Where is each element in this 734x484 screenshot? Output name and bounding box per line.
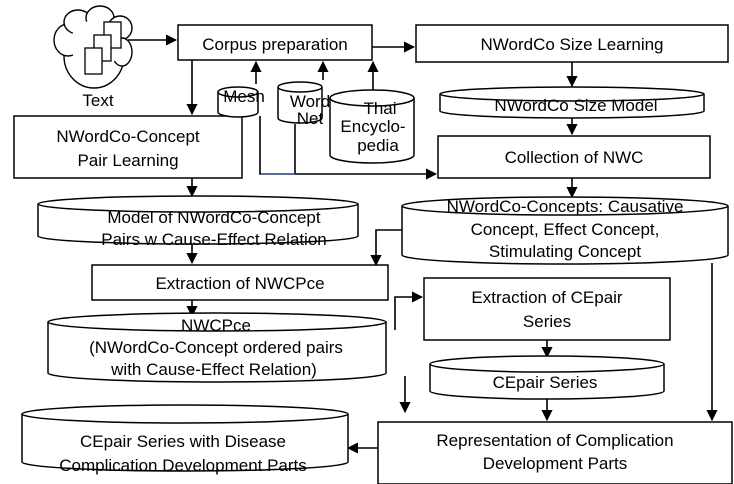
nwcpce-database: NWCPce (NWordCo-Concept ordered pairs wi… [47, 312, 387, 383]
extraction-of-nwcpce-box: Extraction of NWCPce [91, 264, 389, 301]
nwordco-concepts-line-3: Stimulating Concept [489, 242, 641, 261]
nwordco-concepts-line-1: NWordCo-Concepts: Causative [447, 197, 684, 216]
wordnet-label-line-2: Net [297, 109, 324, 128]
representation-box: Representation of Complication Developme… [377, 421, 733, 484]
model-concept-pairs-line-1: Model of NWordCo-Concept [107, 208, 320, 227]
thai-encyclopedia-line-3: pedia [357, 136, 399, 155]
cepair-series-label: CEpair Series [493, 373, 598, 392]
text-input-node: Text [53, 5, 133, 110]
mesh-database: Mesh [217, 86, 265, 118]
nwcpce-line-2: (NWordCo-Concept ordered pairs [89, 338, 343, 357]
representation-line-2: Development Parts [483, 454, 628, 473]
nwordco-concepts-database: NWordCo-Concepts: Causative Concept, Eff… [401, 196, 729, 265]
mesh-label: Mesh [223, 87, 265, 106]
thai-encyclopedia-line-1: Thai [363, 99, 396, 118]
nwordco-size-model-label: NWordCo Size Model [494, 96, 657, 115]
text-input-label: Text [82, 91, 113, 110]
corpus-preparation-box: Corpus preparation [177, 24, 373, 61]
concept-pair-learning-line-1: NWordCo-Concept [56, 127, 200, 146]
nwordco-size-learning-box: NWordCo Size Learning [415, 24, 729, 63]
wordnet-database: Word Net [277, 81, 330, 128]
collection-of-nwc-box: Collection of NWC [437, 135, 711, 179]
edge-mesh-to-collection [259, 116, 438, 180]
cepair-series-disease-line-1: CEpair Series with Disease [80, 432, 286, 451]
wordnet-label-line-1: Word [290, 92, 330, 111]
model-concept-pairs-database: Model of NWordCo-Concept Pairs w Cause-E… [37, 195, 359, 249]
concept-pair-learning-line-2: Pair Learning [77, 151, 178, 170]
extraction-of-nwcpce-label: Extraction of NWCPce [155, 274, 324, 293]
documents-icon [84, 21, 122, 75]
corpus-preparation-label: Corpus preparation [202, 35, 348, 54]
edges [128, 34, 718, 454]
cepair-series-database: CEpair Series [429, 355, 665, 400]
nwcpce-line-1: NWCPce [181, 316, 251, 335]
edge-nwcpce-to-extraction-cepair [394, 291, 424, 330]
extraction-of-cepair-series-box: Extraction of CEpair Series [423, 277, 671, 341]
extraction-of-cepair-series-line-2: Series [523, 312, 571, 331]
thai-encyclopedia-database: Thai Encyclo- pedia [329, 89, 415, 164]
nwordco-concepts-line-2: Concept, Effect Concept, [471, 220, 660, 239]
nwordco-size-model-database: NWordCo Size Model [439, 86, 705, 119]
cepair-series-disease-line-2: Complication Development Parts [59, 456, 307, 475]
model-concept-pairs-line-2: Pairs w Cause-Effect Relation [101, 230, 327, 249]
nwcpce-line-3: with Cause-Effect Relation) [110, 360, 317, 379]
collection-of-nwc-label: Collection of NWC [505, 148, 644, 167]
concept-pair-learning-box: NWordCo-Concept Pair Learning [13, 115, 243, 179]
representation-line-1: Representation of Complication [436, 431, 673, 450]
thai-encyclopedia-line-2: Encyclo- [340, 117, 405, 136]
extraction-of-cepair-series-line-1: Extraction of CEpair [471, 288, 623, 307]
cepair-series-disease-database: CEpair Series with Disease Complication … [21, 404, 349, 475]
nwordco-size-learning-label: NWordCo Size Learning [481, 35, 664, 54]
